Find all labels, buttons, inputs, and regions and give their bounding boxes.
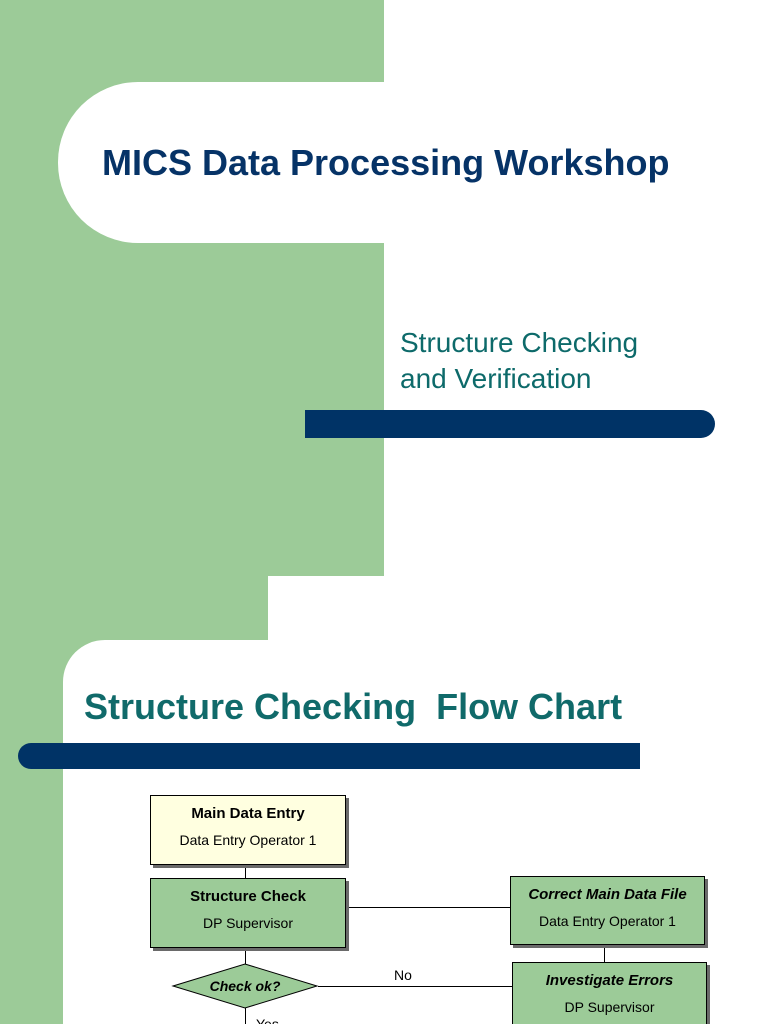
slide-1-subtitle: Structure Checking and Verification [400, 325, 740, 397]
connector-correct-to-investigate [604, 945, 605, 962]
box-role: DP Supervisor [202, 915, 293, 931]
decision-diamond [171, 963, 319, 1009]
decision-label: Check ok? [209, 978, 281, 994]
box-title: Structure Check [190, 888, 306, 905]
correct-main-data-file-box: Correct Main Data File Data Entry Operat… [510, 876, 705, 945]
connector-entry-to-check [245, 866, 246, 878]
slide-2-title: Structure Checking Flow Chart [84, 686, 623, 727]
box-title: Correct Main Data File [528, 886, 687, 903]
no-label: No [394, 967, 412, 983]
subtitle-line-2: and Verification [400, 363, 592, 394]
box-title: Main Data Entry [191, 805, 305, 822]
connector-decision-to-investigate [318, 986, 512, 987]
title-banner [58, 82, 768, 243]
subtitle-line-1: Structure Checking [400, 327, 639, 358]
connector-check-to-decision [245, 948, 246, 964]
connector-decision-yes [245, 1008, 246, 1024]
main-data-entry-box: Main Data Entry Data Entry Operator 1 [150, 795, 346, 865]
connector-check-to-correct [347, 907, 510, 908]
box-role: Data Entry Operator 1 [539, 913, 676, 929]
box-role: Data Entry Operator 1 [179, 832, 317, 848]
investigate-errors-box: Investigate Errors DP Supervisor [512, 962, 707, 1024]
box-title: Investigate Errors [545, 972, 674, 989]
structure-check-box: Structure Check DP Supervisor [150, 878, 346, 948]
accent-bar [18, 743, 640, 769]
slide-1-title: MICS Data Processing Workshop [102, 142, 670, 183]
accent-bar [305, 410, 715, 438]
slide-1: MICS Data Processing Workshop Structure … [0, 0, 768, 576]
slide-2: Structure Checking Flow Chart Main Data … [0, 576, 768, 1024]
yes-label: Yes [256, 1016, 279, 1024]
box-role: DP Supervisor [564, 999, 655, 1015]
